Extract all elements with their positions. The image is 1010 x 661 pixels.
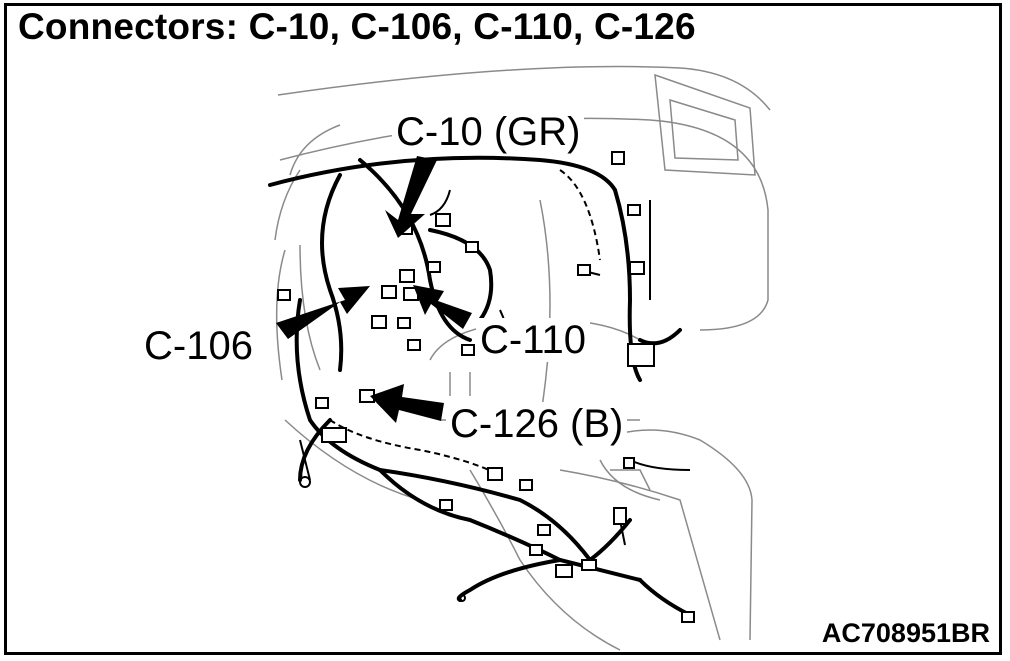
figure-id: AC708951BR	[821, 618, 990, 648]
callout-c126-label: C-126 (B)	[446, 402, 628, 446]
arrow-c126	[370, 384, 444, 423]
diagram-frame	[4, 3, 1002, 655]
arrow-c10	[385, 156, 437, 238]
arrow-c110	[413, 285, 472, 329]
diagram-title: Connectors: C-10, C-106, C-110, C-126	[18, 6, 696, 47]
harness-tape	[329, 169, 601, 476]
connector-blocks	[277, 151, 695, 623]
callout-arrows	[276, 156, 472, 423]
callout-c110-label: C-110	[476, 318, 590, 362]
wire-harness	[268, 155, 692, 617]
arrow-c106	[276, 286, 370, 339]
callout-c10-label: C-10 (GR)	[392, 110, 585, 154]
ground-terminals	[299, 476, 466, 602]
connector-c106-block	[381, 285, 397, 299]
callout-c106-label: C-106	[140, 324, 257, 368]
